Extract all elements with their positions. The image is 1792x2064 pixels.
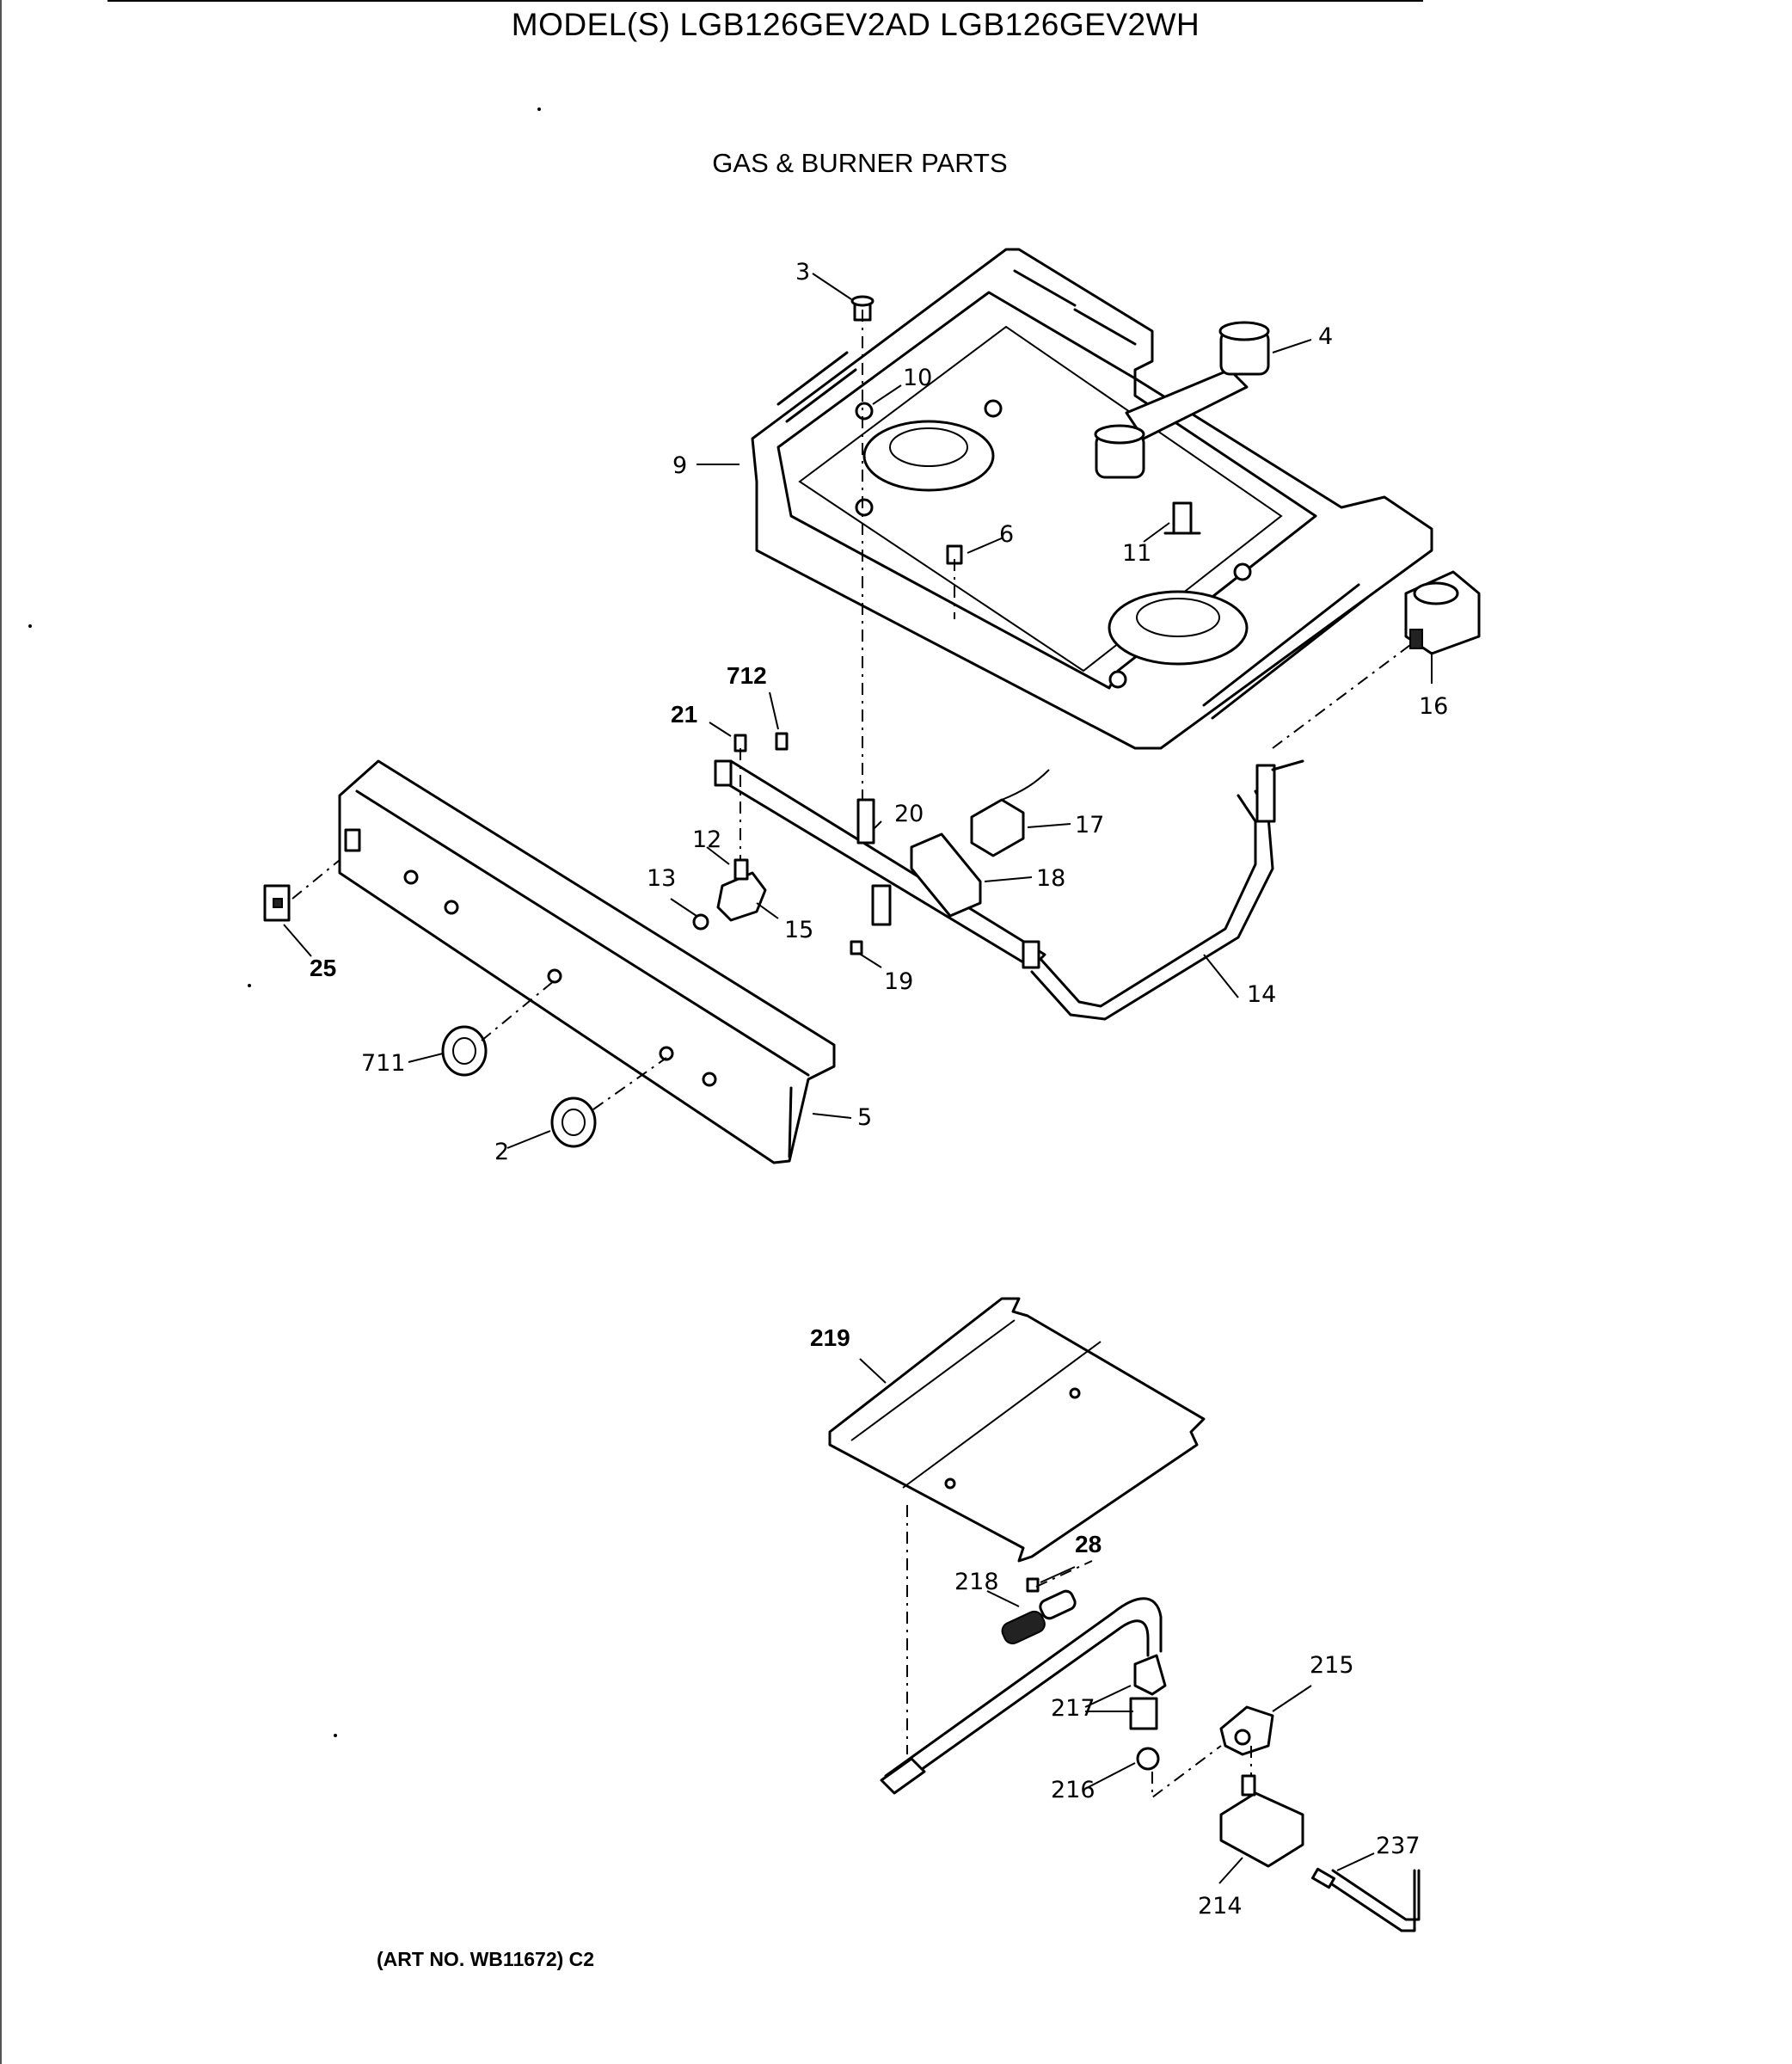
- callout-13: 13: [647, 865, 676, 892]
- callout-237: 237: [1376, 1833, 1421, 1859]
- callout-218: 218: [954, 1569, 999, 1595]
- stray-dot: [28, 624, 32, 628]
- callout-15: 15: [784, 917, 813, 943]
- ignitor-bracket-part-11[interactable]: [1163, 501, 1201, 535]
- callout-20: 20: [894, 801, 924, 827]
- gas-tube-part-14[interactable]: [1030, 759, 1304, 1021]
- clip-part-25[interactable]: [263, 884, 291, 922]
- callout-217: 217: [1051, 1695, 1095, 1722]
- top-burner-part-4[interactable]: [1094, 321, 1270, 479]
- callout-11: 11: [1122, 540, 1151, 567]
- callout-215: 215: [1310, 1652, 1354, 1679]
- bracket-part-215[interactable]: [1219, 1705, 1274, 1756]
- callout-21: 21: [671, 701, 697, 728]
- screw-part-712[interactable]: [775, 732, 789, 751]
- manifold-panel-part-5[interactable]: [338, 759, 836, 1164]
- callout-12: 12: [692, 826, 721, 853]
- callout-6: 6: [999, 521, 1014, 548]
- callout-711: 711: [361, 1050, 406, 1077]
- screw-part-3[interactable]: [850, 295, 875, 322]
- alignment-line: [1035, 1560, 1093, 1588]
- manifold-rail[interactable]: [714, 759, 1046, 969]
- knob-part-2[interactable]: [550, 1096, 597, 1148]
- air-shutter-part-217[interactable]: [1129, 1654, 1167, 1730]
- tubing-part-237[interactable]: [1310, 1867, 1421, 1932]
- heat-shield-part-219[interactable]: [828, 1297, 1206, 1563]
- burner-pan-part-9[interactable]: [751, 248, 1433, 750]
- page-title: MODEL(S) LGB126GEV2AD LGB126GEV2WH: [511, 7, 1200, 42]
- callout-17: 17: [1075, 812, 1104, 838]
- callout-5: 5: [857, 1104, 872, 1131]
- alignment-line: [292, 859, 341, 900]
- callout-14: 14: [1247, 981, 1276, 1008]
- callout-219: 219: [810, 1324, 850, 1351]
- left-border-line: [0, 0, 2, 2064]
- callout-216: 216: [1051, 1777, 1095, 1803]
- art-number: (ART NO. WB11672) C2: [377, 1948, 595, 1970]
- alignment-line: [1272, 644, 1411, 749]
- callout-4: 4: [1318, 323, 1333, 350]
- top-border-line: [107, 0, 1423, 2]
- callout-19: 19: [884, 968, 913, 995]
- callout-10: 10: [903, 365, 932, 391]
- igniter-part-218[interactable]: [999, 1589, 1077, 1647]
- callout-18: 18: [1036, 865, 1065, 892]
- washer-part-13[interactable]: [692, 913, 709, 931]
- stray-dot: [248, 984, 251, 987]
- leader-lines: [283, 273, 1433, 1884]
- callout-712: 712: [727, 662, 767, 689]
- stray-dot: [334, 1734, 337, 1737]
- safety-valve-part-214[interactable]: [1219, 1774, 1304, 1868]
- screw-part-28[interactable]: [1026, 1577, 1040, 1593]
- callout-214: 214: [1198, 1893, 1243, 1920]
- callout-2: 2: [494, 1139, 509, 1165]
- bake-burner-tube[interactable]: [880, 1597, 1163, 1795]
- nut-part-216[interactable]: [1136, 1747, 1160, 1771]
- valve-part-17[interactable]: [970, 769, 1050, 857]
- orifice-part-20[interactable]: [856, 798, 875, 845]
- alignment-line: [592, 1057, 667, 1110]
- callout-28: 28: [1075, 1531, 1102, 1557]
- callout-9: 9: [672, 452, 687, 479]
- valve-part-15[interactable]: [716, 858, 767, 922]
- callout-25: 25: [310, 955, 336, 981]
- screw-part-19[interactable]: [850, 940, 863, 955]
- section-subtitle: GAS & BURNER PARTS: [712, 148, 1008, 178]
- callout-16: 16: [1419, 693, 1448, 720]
- callout-3: 3: [795, 259, 810, 286]
- pressure-regulator-part-16[interactable]: [1404, 570, 1481, 655]
- knob-part-711[interactable]: [441, 1025, 488, 1077]
- alignment-line: [1151, 1745, 1222, 1799]
- stray-dot: [537, 108, 541, 111]
- bracket-part-18[interactable]: [910, 832, 982, 918]
- grommet-part-10[interactable]: [855, 402, 874, 421]
